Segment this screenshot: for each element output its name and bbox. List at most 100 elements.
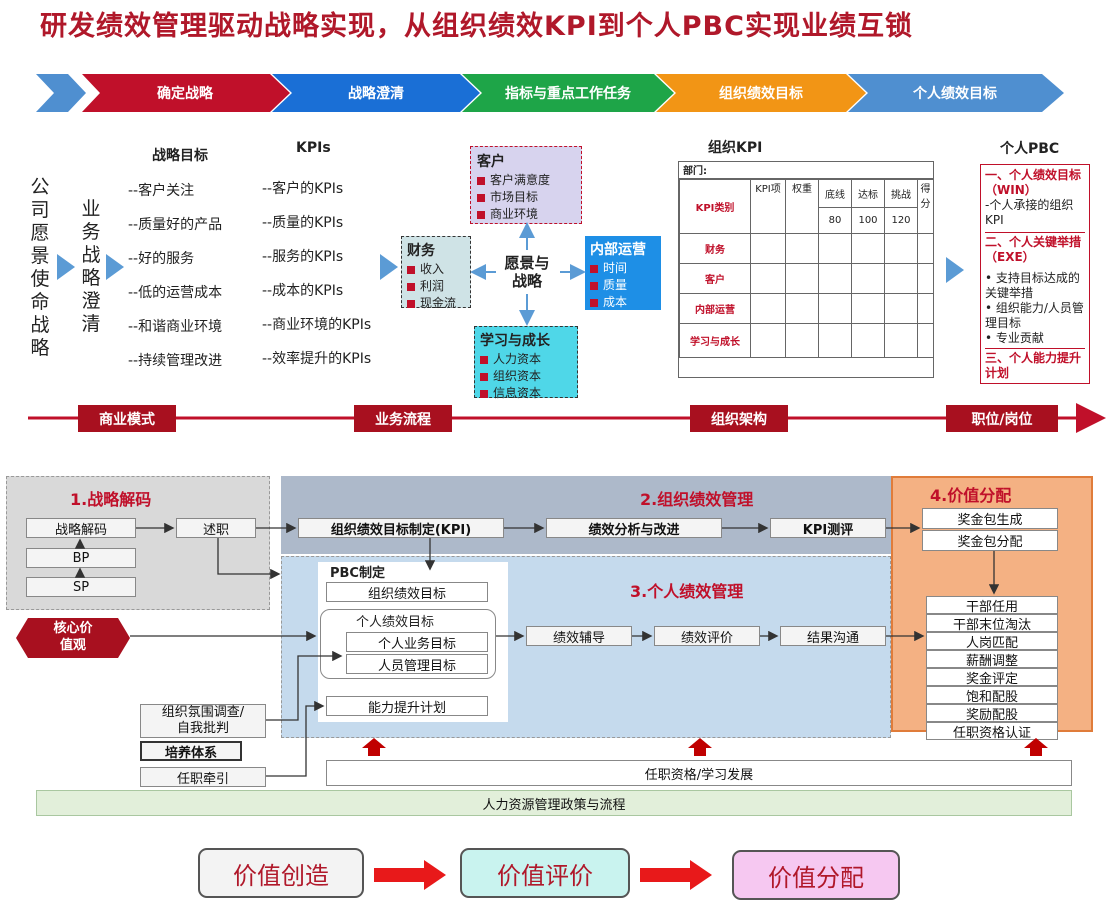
chevron-shape-1 (82, 74, 290, 112)
personal-goal-group (320, 609, 496, 679)
bsc-internal-title: 内部运营 (590, 242, 646, 258)
bsc-center-label: 愿景与 战略 (504, 254, 550, 290)
kpi-evaluation-box: KPI测评 (770, 518, 886, 538)
chevron-label-2: 战略澄清 (348, 86, 404, 102)
staff-goal-box: 人员管理目标 (346, 654, 488, 674)
timeline-tag: 商业模式 (78, 405, 176, 432)
org-goal-box: 组织绩效目标 (326, 582, 488, 602)
chevron-shape-4 (656, 74, 866, 112)
chevron-shape-3 (462, 74, 674, 112)
list-item: --和谐商业环境 (128, 319, 223, 335)
table-row: 内部运营 (679, 293, 751, 324)
ability-plan-box: 能力提升计划 (326, 696, 488, 716)
list-item: 薪酬调整 (926, 650, 1058, 669)
bsc-finance-title: 财务 (407, 243, 435, 259)
strategy-decode-box: 战略解码 (26, 518, 136, 538)
arrow-right-icon (380, 254, 398, 280)
flow-value-evaluation: 价值评价 (460, 848, 630, 898)
chevron-label-1: 确定战略 (157, 86, 213, 102)
flow-value-creation: 价值创造 (198, 848, 364, 898)
pbc-header: 个人PBC (1000, 141, 1060, 157)
timeline-tag: 业务流程 (354, 405, 452, 432)
org-kpi-header: 组织KPI (708, 140, 763, 156)
pbc-section-2-title: 二、个人关键举措（EXE） (985, 232, 1085, 265)
bsc-learning-title: 学习与成长 (480, 333, 550, 349)
section-2-bg (281, 476, 891, 554)
list-item: 质量 (590, 276, 656, 293)
pbc-section-1-title: 一、个人绩效目标（WIN） (985, 168, 1082, 197)
list-item: 信息资本 (480, 384, 572, 401)
training-system-box: 培养体系 (140, 741, 242, 761)
list-item: 人力资本 (480, 350, 572, 367)
list-item: 现金流 (407, 294, 465, 311)
bsc-internal-box: 内部运营 时间 质量 成本 (585, 236, 661, 310)
list-item: • 组织能力/人员管理目标 (985, 301, 1084, 330)
bonus-pool-generate: 奖金包生成 (922, 508, 1058, 529)
coaching-box: 绩效辅导 (526, 626, 632, 646)
section-1-title: 1.战略解码 (70, 490, 152, 509)
arrow-right-icon (946, 257, 964, 283)
org-goal-setting-box: 组织绩效目标制定(KPI) (298, 518, 504, 538)
list-item: 时间 (590, 259, 656, 276)
list-item: --质量的KPIs (262, 215, 344, 231)
bsc-learning-box: 学习与成长 人力资本 组织资本 信息资本 (474, 326, 578, 401)
kpi-threshold: 100 (851, 207, 885, 234)
clarify-vertical-text: 业务战略澄清 (81, 198, 101, 335)
chevron-lead-shape (36, 74, 86, 112)
pbc-setting-label: PBC制定 (330, 566, 385, 581)
kpi-col-weight: 权重 (785, 179, 819, 234)
list-item: 客户满意度 (477, 171, 575, 188)
qualification-bar: 任职资格/学习发展 (326, 760, 1072, 786)
list-item: --效率提升的KPIs (262, 351, 372, 367)
list-item: 利润 (407, 277, 465, 294)
list-item: --质量好的产品 (128, 217, 223, 233)
personal-goal-label: 个人绩效目标 (356, 615, 435, 630)
list-item: 组织资本 (480, 367, 572, 384)
section-4-title: 4.价值分配 (930, 486, 1012, 505)
kpi-col-challenge: 挑战 (884, 179, 918, 208)
list-item: --客户的KPIs (262, 181, 344, 197)
core-values-label: 核心价 值观 (53, 621, 93, 653)
pbc-section-3-title: 三、个人能力提升计划 (985, 348, 1085, 381)
list-item: --成本的KPIs (262, 283, 344, 299)
chevron-label-3: 指标与重点工作任务 (505, 86, 631, 102)
chevron-shape-5 (848, 74, 1064, 112)
result-comm-box: 结果沟通 (780, 626, 886, 646)
timeline-tag: 组织架构 (690, 405, 788, 432)
list-item: 人岗匹配 (926, 632, 1058, 651)
list-item: 市场目标 (477, 188, 575, 205)
kpi-col-category: KPI类别 (679, 179, 751, 234)
list-item: • 支持目标达成的关键举措 (985, 271, 1080, 300)
hr-policy-bar: 人力资源管理政策与流程 (36, 790, 1072, 816)
kpi-col-floor: 底线 (818, 179, 852, 208)
timeline-tag: 职位/岗位 (946, 405, 1058, 432)
application-list: 干部任用 干部末位淘汰 人岗匹配 薪酬调整 奖金评定 饱和配股 奖励配股 任职资… (926, 596, 1058, 741)
list-item: 收入 (407, 260, 465, 277)
kpis-list: --客户的KPIs --质量的KPIs --服务的KPIs --成本的KPIs … (262, 178, 371, 382)
arrow-right-icon (57, 254, 75, 280)
list-item: 干部末位淘汰 (926, 614, 1058, 633)
performance-analysis-box: 绩效分析与改进 (546, 518, 722, 538)
flow-value-distribution: 价值分配 (732, 850, 900, 900)
list-item: 奖励配股 (926, 704, 1058, 723)
list-item: --好的服务 (128, 251, 195, 267)
list-item: 奖金评定 (926, 668, 1058, 687)
pbc-section-1-text: -个人承接的组织KPI (985, 198, 1074, 227)
qualification-guide-box: 任职牵引 (140, 767, 266, 787)
evaluation-box: 绩效评价 (654, 626, 760, 646)
list-item: --低的运营成本 (128, 285, 223, 301)
list-item: 饱和配股 (926, 686, 1058, 705)
business-goal-box: 个人业务目标 (346, 632, 488, 652)
list-item: 商业环境 (477, 205, 575, 222)
page-title: 研发绩效管理驱动战略实现，从组织绩效KPI到个人PBC实现业绩互锁 (40, 11, 913, 42)
list-item: 干部任用 (926, 596, 1058, 615)
strategy-goals-list: --客户关注 --质量好的产品 --好的服务 --低的运营成本 --和谐商业环境… (128, 180, 222, 384)
org-kpi-grid: KPI类别 KPI项 权重 底线 达标 挑战 得分 80 100 120 财务 … (679, 179, 934, 358)
chevron-label-5: 个人绩效目标 (913, 86, 997, 102)
kpis-header: KPIs (296, 140, 331, 156)
